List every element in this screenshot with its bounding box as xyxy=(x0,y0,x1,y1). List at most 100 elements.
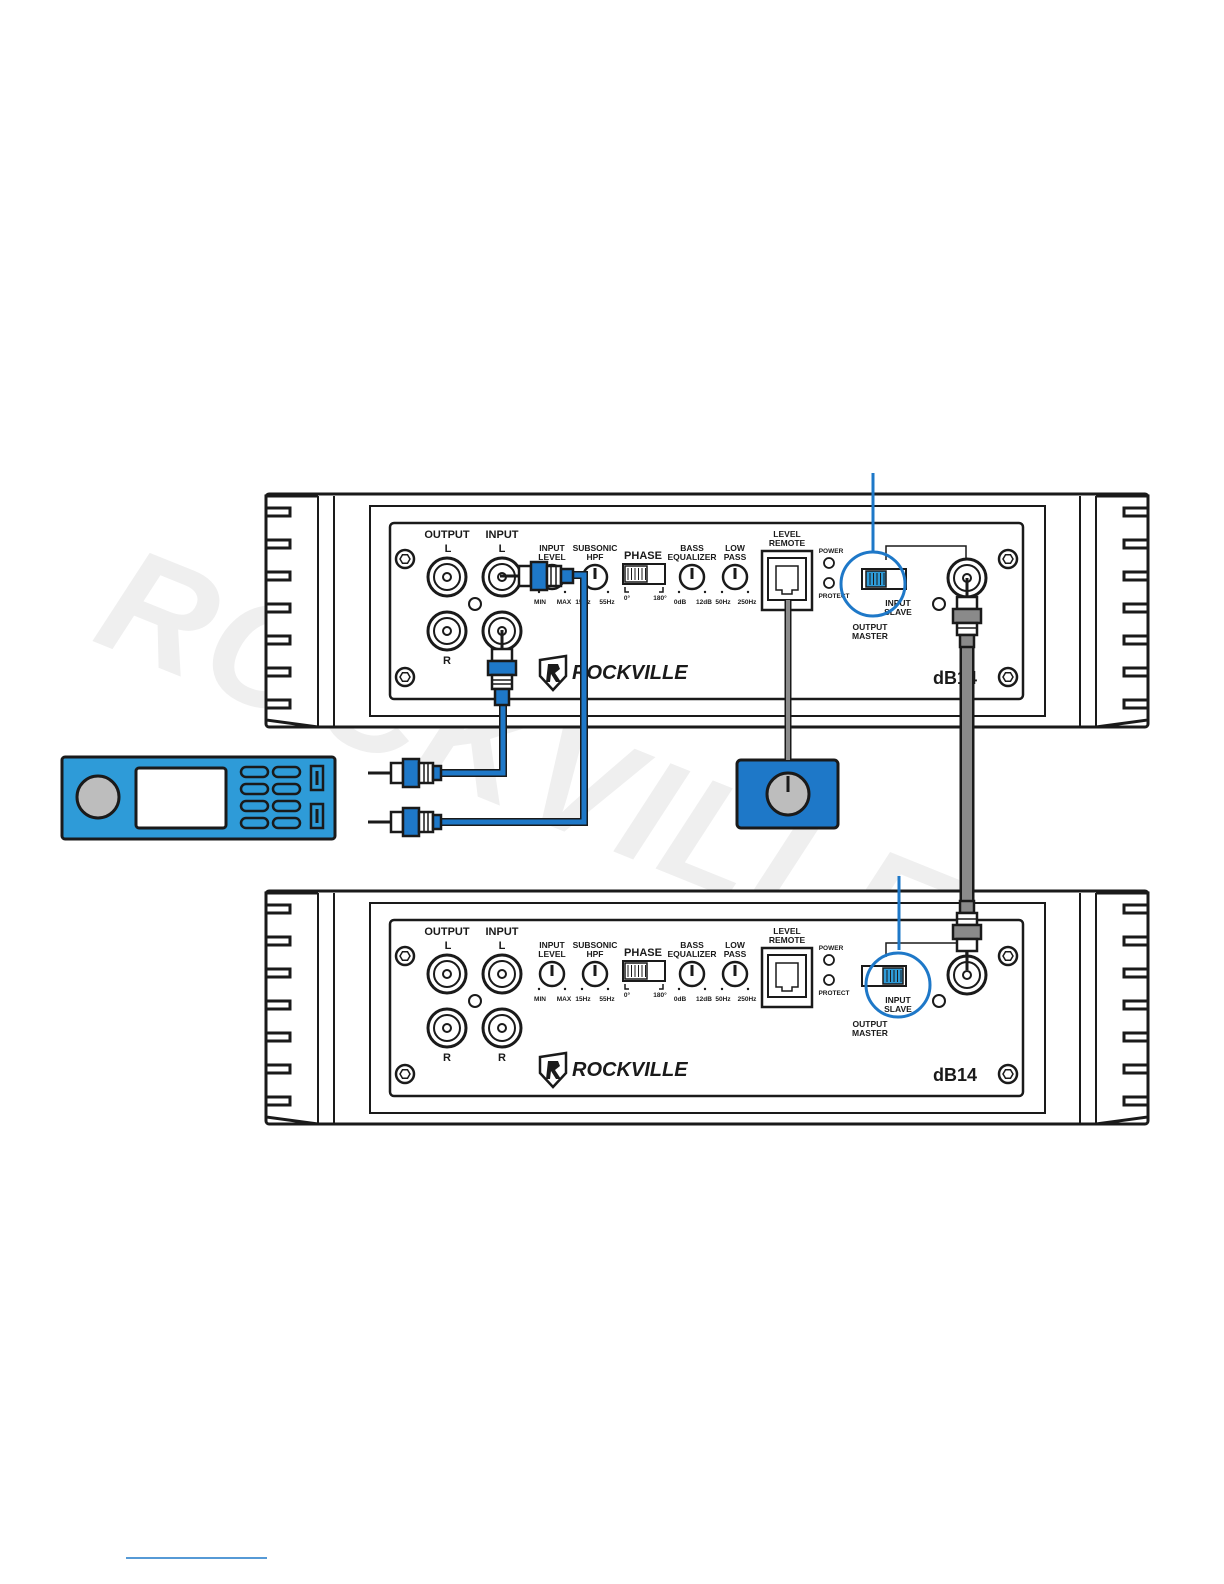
input-slave-label: INPUT xyxy=(885,995,911,1005)
scale-0deg: 0° xyxy=(624,594,631,602)
plug-collar xyxy=(389,761,405,785)
rj-jack xyxy=(775,565,799,595)
low-pass-knob-dot xyxy=(746,590,750,594)
scale-50hz: 50Hz xyxy=(715,996,731,1003)
rca-plug-master-right-input xyxy=(486,630,518,707)
plug-grip xyxy=(417,761,435,785)
rca-plug-master-left-input xyxy=(500,560,575,592)
input-level-knob-dot xyxy=(537,987,541,991)
input-level-knob-dot xyxy=(563,987,567,991)
output-left-label: L xyxy=(445,543,452,555)
master-slave-slider xyxy=(882,967,904,985)
output-label: OUTPUT xyxy=(424,529,470,541)
low-pass-label: LOW xyxy=(725,543,746,553)
led xyxy=(468,597,482,611)
logo-r xyxy=(546,1061,561,1079)
bass-eq-knob-dot xyxy=(703,590,707,594)
subsonic-label: HPF xyxy=(587,949,604,959)
heatsink-fins xyxy=(264,494,319,729)
screw-head xyxy=(1002,553,1014,565)
link-bracket xyxy=(885,545,967,560)
heatsink-fins xyxy=(1095,891,1150,1126)
low-pass-knob-dot xyxy=(720,987,724,991)
protect-led xyxy=(823,577,835,589)
protect-label: PROTECT xyxy=(818,593,849,600)
scale-55hz: 55Hz xyxy=(599,996,615,1003)
power-led xyxy=(823,557,835,569)
screw-head xyxy=(399,1068,411,1080)
scale-180deg: 180° xyxy=(653,991,667,999)
scale-max: MAX xyxy=(557,996,572,1003)
callout-master-switch xyxy=(839,473,907,618)
plug-boot xyxy=(431,813,443,831)
heatsink-fins xyxy=(264,891,319,1126)
level-remote-label: REMOTE xyxy=(769,935,806,945)
plug-body xyxy=(401,806,421,838)
panel-recess xyxy=(369,505,1046,717)
low-pass-label: LOW xyxy=(725,940,746,950)
phase-label: PHASE xyxy=(624,550,662,562)
front-panel xyxy=(388,521,1025,701)
output-label: OUTPUT xyxy=(424,926,470,938)
rj-jack xyxy=(775,962,799,992)
heatsink-fins xyxy=(1095,494,1150,729)
low-pass-label: PASS xyxy=(724,949,747,959)
screw-head xyxy=(1002,1068,1014,1080)
rca-plug-master-link-output xyxy=(951,578,983,649)
brand-name: ROCKVILLE xyxy=(572,662,688,684)
subsonic-knob-dot xyxy=(580,987,584,991)
bass-eq-label: BASS xyxy=(680,940,704,950)
phase-label: PHASE xyxy=(624,947,662,959)
low-pass-label: PASS xyxy=(724,552,747,562)
rca-cables xyxy=(440,571,588,826)
scale-min: MIN xyxy=(534,996,546,1003)
subsonic-knob-dot xyxy=(606,590,610,594)
scale-12db: 12dB xyxy=(696,599,712,606)
input-level-knob-dot xyxy=(537,590,541,594)
power-label: POWER xyxy=(819,945,844,952)
input-right-label: R xyxy=(498,1052,506,1064)
rca-plug-slave-link-input xyxy=(951,899,983,970)
plug-collar xyxy=(389,810,405,834)
output-right-label: R xyxy=(443,1052,451,1064)
led xyxy=(932,994,946,1008)
head-unit-icon xyxy=(60,755,337,841)
rca-output-right-pin xyxy=(442,1023,452,1033)
input-label: INPUT xyxy=(486,529,519,541)
rca-output-right-pin xyxy=(442,626,452,636)
scale-180deg: 180° xyxy=(653,594,667,602)
phase-scale-marks xyxy=(624,984,664,990)
front-panel xyxy=(388,918,1025,1098)
screw-head xyxy=(399,671,411,683)
master-slave-slider xyxy=(865,570,887,588)
protect-label: PROTECT xyxy=(818,990,849,997)
bass-eq-knob-dot xyxy=(677,590,681,594)
scale-250hz: 250Hz xyxy=(738,599,758,606)
screw-head xyxy=(399,950,411,962)
power-led xyxy=(823,954,835,966)
rca-output-left-pin xyxy=(442,969,452,979)
level-remote-label: LEVEL xyxy=(773,529,800,539)
scale-250hz: 250Hz xyxy=(738,996,758,1003)
scale-15hz: 15Hz xyxy=(575,996,591,1003)
subsonic-label: SUBSONIC xyxy=(573,940,618,950)
input-label: INPUT xyxy=(486,926,519,938)
output-right-label: R xyxy=(443,655,451,667)
input-level-label: INPUT xyxy=(539,940,565,950)
scale-55hz: 55Hz xyxy=(599,599,615,606)
phase-scale-marks xyxy=(624,587,664,593)
callout-slave-switch xyxy=(864,876,932,1019)
bass-eq-label: BASS xyxy=(680,543,704,553)
plug-grip xyxy=(417,810,435,834)
level-remote-label: REMOTE xyxy=(769,538,806,548)
input-level-label: INPUT xyxy=(539,543,565,553)
rockville-logo-icon xyxy=(538,1051,568,1089)
model-name: dB14 xyxy=(933,1065,977,1085)
bass-eq-label: EQUALIZER xyxy=(667,949,716,959)
bass-eq-knob-dot xyxy=(677,987,681,991)
plug-body xyxy=(401,757,421,789)
output-master-label: MASTER xyxy=(852,631,888,641)
